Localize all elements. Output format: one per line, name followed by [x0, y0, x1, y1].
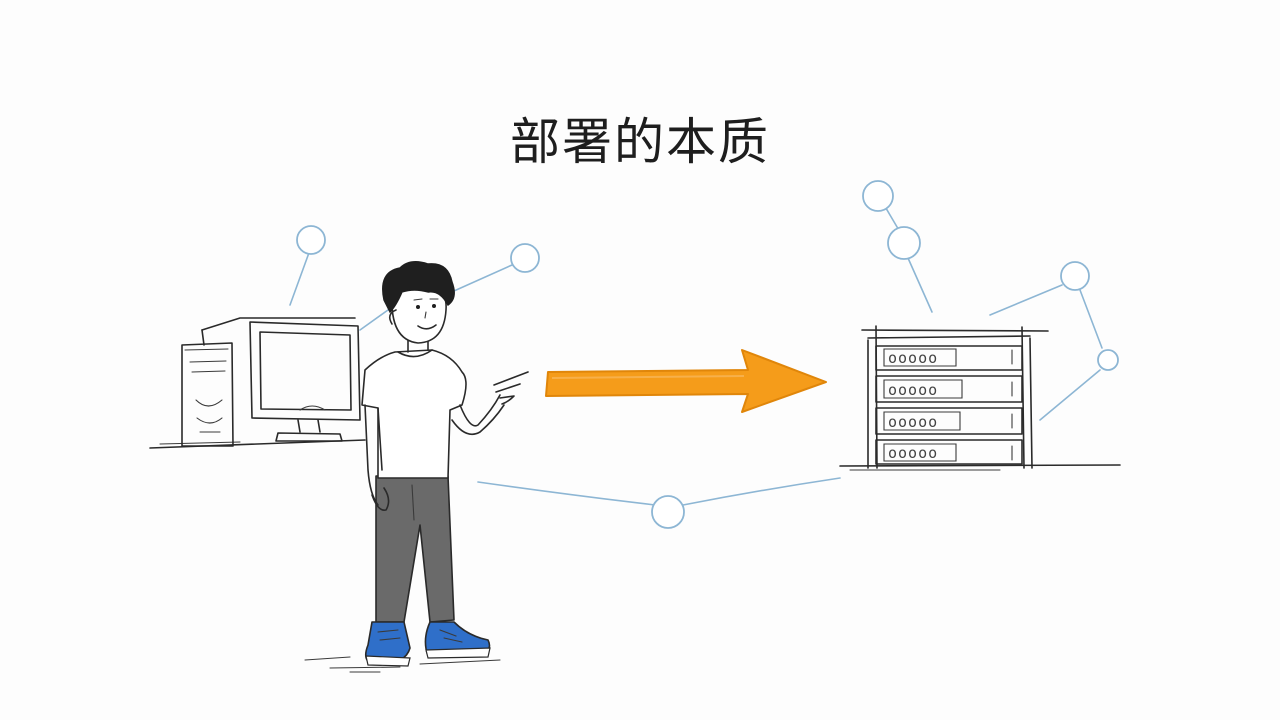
network-node-icon	[651, 495, 685, 529]
network-link	[682, 477, 841, 506]
network-node-icon	[862, 180, 894, 212]
network-node-icon	[1060, 261, 1090, 291]
network-link	[989, 284, 1063, 316]
page-title: 部署的本质	[510, 113, 770, 171]
person-pointing-icon	[304, 261, 529, 673]
server-unit: ooooo	[875, 407, 1023, 435]
network-link	[1039, 369, 1101, 421]
server-unit-label: ooooo	[888, 381, 938, 399]
network-link	[907, 257, 933, 313]
network-link	[289, 249, 311, 306]
network-node-icon	[510, 243, 540, 273]
server-unit: ooooo	[875, 375, 1023, 403]
server-unit-label: ooooo	[888, 349, 938, 367]
network-link	[477, 481, 656, 506]
network-node-icon	[1097, 349, 1119, 371]
deploy-arrow-icon	[545, 349, 827, 413]
network-graph	[289, 180, 1119, 529]
network-link	[1079, 289, 1103, 349]
network-node-icon	[296, 225, 326, 255]
server-unit: ooooo	[875, 439, 1023, 465]
network-node-icon	[887, 226, 921, 260]
server-unit-label: ooooo	[888, 413, 938, 431]
desktop-computer-icon	[149, 317, 366, 449]
server-rack-icon: ooooo ooooo ooooo ooooo	[839, 325, 1121, 471]
network-link	[444, 264, 513, 296]
server-unit-label: ooooo	[888, 444, 938, 462]
server-unit: ooooo	[875, 345, 1023, 371]
